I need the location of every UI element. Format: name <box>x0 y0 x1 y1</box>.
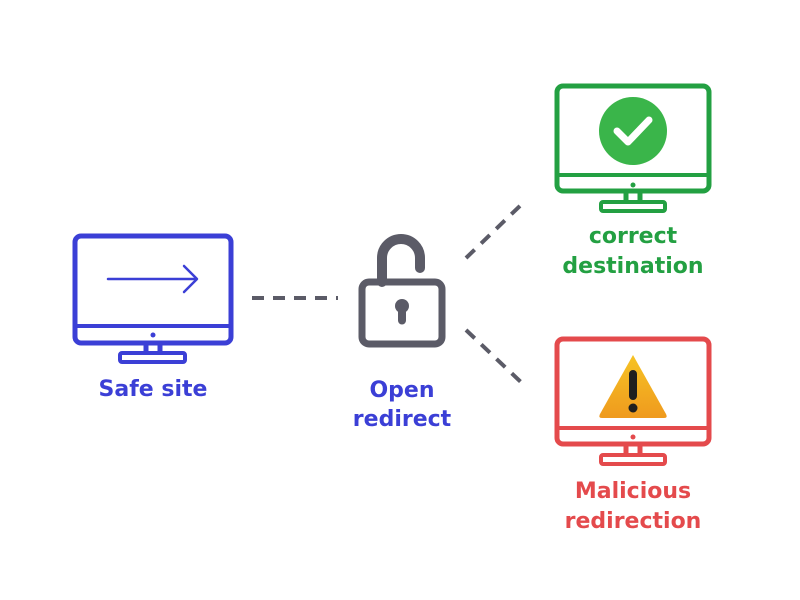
open-redirect-node <box>358 234 446 348</box>
monitor-warning-icon <box>554 336 712 466</box>
correct-destination-node <box>554 83 712 213</box>
monitor-checkmark-icon <box>554 83 712 213</box>
connector-redirect-to-correct <box>464 200 526 260</box>
warning-triangle-icon <box>599 355 667 418</box>
correct-destination-label-line1: correct <box>589 224 678 249</box>
safe-site-label: Safe site <box>99 377 208 402</box>
open-redirect-label-line1: Open <box>369 378 434 403</box>
malicious-redirection-label-line2: redirection <box>565 509 702 534</box>
open-redirect-label-line2: redirect <box>353 407 452 432</box>
unlocked-padlock-icon <box>358 234 446 348</box>
correct-destination-label-line2: destination <box>562 254 703 279</box>
checkmark-badge-icon <box>599 97 667 165</box>
connector-redirect-to-malicious <box>464 328 526 387</box>
safe-site-node <box>72 233 234 364</box>
monitor-arrow-icon <box>72 233 234 364</box>
malicious-redirection-node <box>554 336 712 466</box>
malicious-redirection-label-line1: Malicious <box>575 479 691 504</box>
